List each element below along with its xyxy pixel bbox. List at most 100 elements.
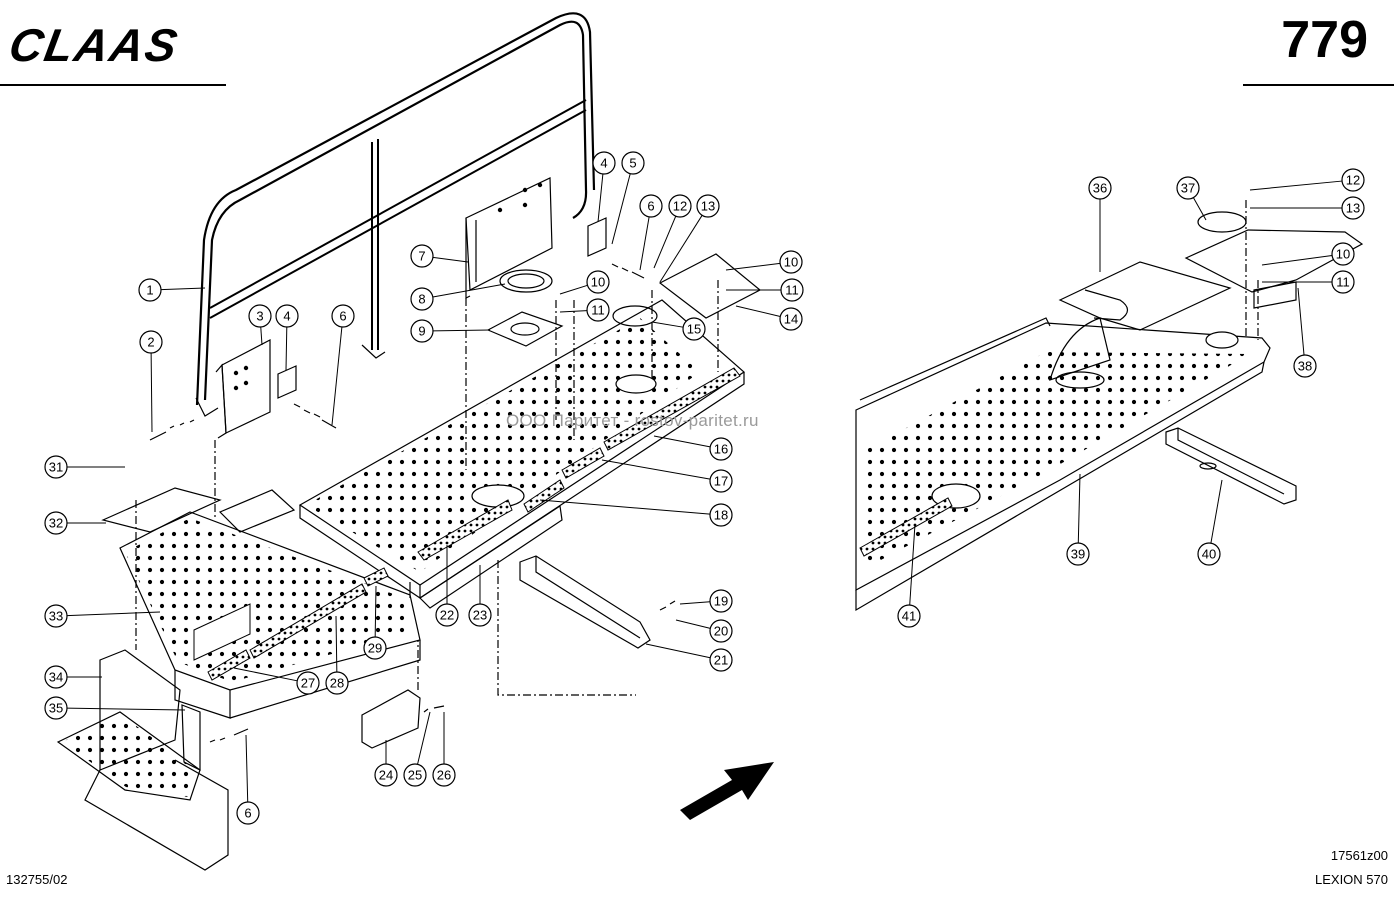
callout-circle (410, 319, 434, 343)
callout-number: 41 (902, 609, 916, 624)
callout-circle (44, 696, 68, 720)
left-assembly (56, 12, 762, 871)
leader-line (645, 643, 711, 659)
leader-line (331, 326, 343, 426)
callout-number: 13 (701, 199, 715, 214)
leader-line (150, 352, 153, 433)
callout-number: 33 (49, 609, 63, 624)
callout-number: 6 (647, 199, 654, 214)
callout-circle (709, 589, 733, 613)
callout-circle (1331, 242, 1355, 266)
leader-line (1261, 254, 1333, 266)
callout-number: 31 (49, 460, 63, 475)
callout-circle (275, 304, 299, 328)
callout-number: 38 (1298, 359, 1312, 374)
callout-18: 18 (709, 503, 733, 527)
callout-14: 14 (779, 307, 803, 331)
callout-31: 31 (44, 455, 68, 479)
callout-circle (639, 194, 663, 218)
callout-number: 20 (714, 624, 728, 639)
leader-line (909, 523, 916, 606)
callout-4: 4 (275, 304, 299, 328)
callout-number: 37 (1181, 181, 1195, 196)
leader-line (653, 215, 677, 269)
callout-number: 18 (714, 508, 728, 523)
callout-32: 32 (44, 511, 68, 535)
callout-number: 22 (440, 608, 454, 623)
callout-circle (668, 194, 692, 218)
callout-17: 17 (709, 469, 733, 493)
leader-line (725, 262, 781, 271)
callout-circle (410, 287, 434, 311)
callout-circle (779, 250, 803, 274)
watermark: ООО Паритет - rostov-paritet.ru (506, 411, 759, 430)
callout-circle (709, 648, 733, 672)
callout-number: 17 (714, 474, 728, 489)
callout-circle (1341, 168, 1365, 192)
callout-number: 4 (283, 309, 290, 324)
page-number: 779 (1281, 11, 1368, 69)
callout-number: 4 (600, 156, 607, 171)
callout-number: 11 (1336, 275, 1350, 290)
leader-line (1297, 287, 1305, 356)
callout-circle (139, 330, 163, 354)
callout-4: 4 (592, 151, 616, 175)
callout-23: 23 (468, 603, 492, 627)
callout-circle (1293, 354, 1317, 378)
callout-number: 39 (1071, 547, 1085, 562)
callout-26: 26 (432, 763, 456, 787)
leader-line (374, 585, 377, 638)
callout-circle (709, 437, 733, 461)
callout-13: 13 (1341, 196, 1365, 220)
callout-circle (586, 270, 610, 294)
callout-circle (44, 665, 68, 689)
leader-lines (66, 173, 1343, 803)
callout-19: 19 (709, 589, 733, 613)
callout-34: 34 (44, 665, 68, 689)
leader-line (285, 326, 288, 371)
callout-20: 20 (709, 619, 733, 643)
callout-circle (403, 763, 427, 787)
seal-strip-right (859, 497, 953, 557)
callout-circle (709, 619, 733, 643)
callout-circle (468, 603, 492, 627)
leader-line (417, 711, 431, 765)
callout-number: 40 (1202, 547, 1216, 562)
callout-9: 9 (410, 319, 434, 343)
callout-circle (709, 469, 733, 493)
callout-24: 24 (374, 763, 398, 787)
floor-opening-2 (615, 374, 657, 394)
callout-25: 25 (403, 763, 427, 787)
callout-number: 14 (784, 312, 798, 327)
callout-circle (138, 278, 162, 302)
callout-circle (779, 307, 803, 331)
callout-10: 10 (586, 270, 610, 294)
callout-number: 24 (379, 768, 393, 783)
callout-number: 1 (146, 283, 153, 298)
callout-number: 11 (591, 303, 605, 318)
callout-circle (248, 304, 272, 328)
callout-number: 28 (330, 676, 344, 691)
callout-1: 1 (138, 278, 162, 302)
callout-38: 38 (1293, 354, 1317, 378)
callout-circle (1331, 270, 1355, 294)
callout-circle (410, 244, 434, 268)
leader-line (245, 734, 249, 803)
callout-circle (325, 671, 349, 695)
callout-circle (586, 298, 610, 322)
seal-strips (207, 367, 741, 681)
callout-number: 6 (244, 806, 251, 821)
leader-line (335, 615, 338, 673)
leader-line (1192, 197, 1207, 221)
callout-circle (44, 511, 68, 535)
callout-15: 15 (682, 317, 706, 341)
leader-line (432, 329, 491, 332)
perforated-floor-area (306, 318, 700, 572)
leader-line (559, 310, 588, 313)
callout-circle (1341, 196, 1365, 220)
callout-circle (44, 604, 68, 628)
front-plate-cutout (193, 603, 251, 661)
leader-line (233, 667, 298, 682)
callout-16: 16 (709, 437, 733, 461)
leader-line (601, 459, 711, 480)
